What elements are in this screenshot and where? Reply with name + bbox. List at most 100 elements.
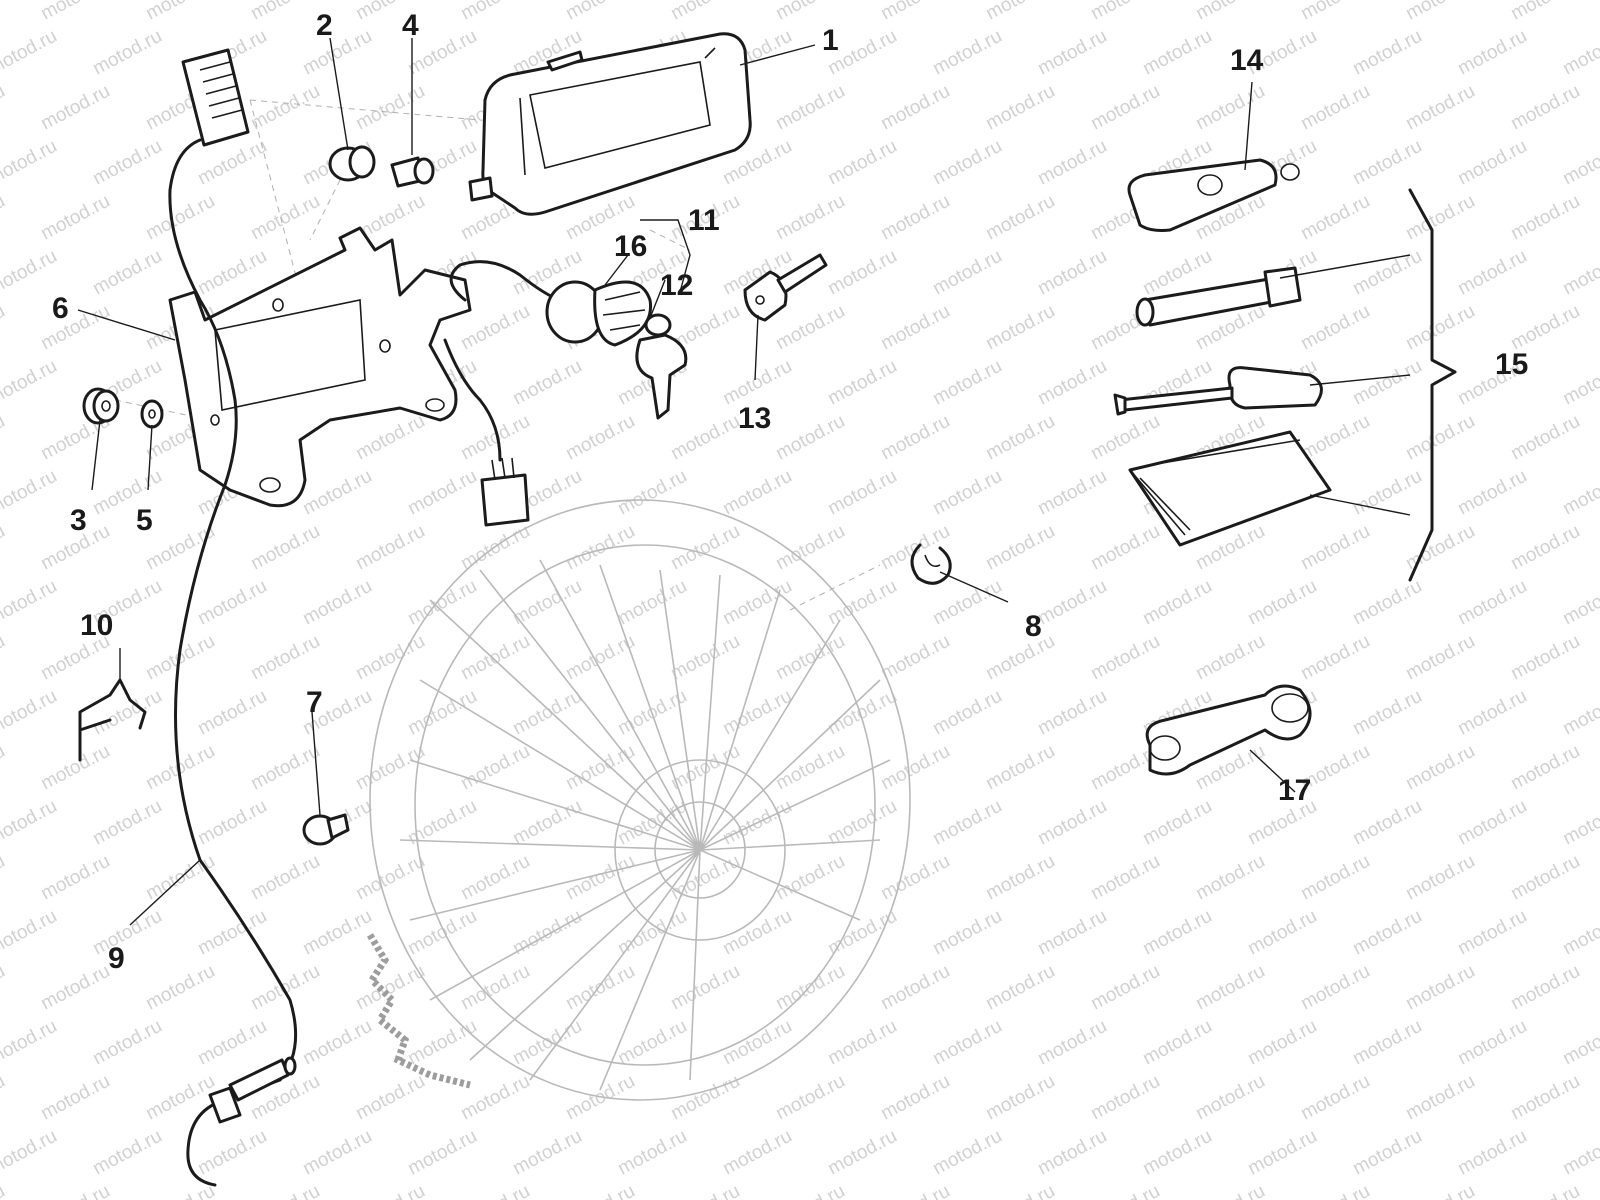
callout-7: 7 (306, 686, 323, 719)
watermark-text: motod.ru (509, 1126, 585, 1180)
watermark-text: motod.ru (1559, 136, 1600, 190)
watermark-text: motod.ru (1034, 686, 1110, 740)
watermark-text: motod.ru (824, 246, 900, 300)
watermark-text: motod.ru (772, 191, 848, 245)
watermark-text: motod.ru (0, 191, 9, 245)
watermark-text: motod.ru (929, 136, 1005, 190)
watermark-text: motod.ru (0, 851, 9, 905)
watermark-text: motod.ru (1402, 0, 1478, 24)
watermark-text: motod.ru (247, 0, 323, 24)
watermark-text: motod.ru (0, 356, 61, 410)
watermark-text: motod.ru (1349, 576, 1425, 630)
watermark-text: motod.ru (667, 1181, 743, 1200)
watermark-text: motod.ru (1192, 0, 1268, 24)
socket-wrench-part (1135, 266, 1302, 327)
watermark-text: motod.ru (1349, 356, 1425, 410)
watermark-text: motod.ru (1244, 576, 1320, 630)
watermark-text: motod.ru (1244, 1016, 1320, 1070)
watermark-text: motod.ru (0, 961, 9, 1015)
watermark-text: motod.ru (877, 521, 953, 575)
watermark-text: motod.ru (877, 1071, 953, 1125)
watermark-text: motod.ru (194, 906, 270, 960)
watermark-text: motod.ru (1297, 521, 1373, 575)
watermark-text: motod.ru (1507, 961, 1583, 1015)
watermark-text: motod.ru (1139, 26, 1215, 80)
callout-10: 10 (80, 609, 113, 642)
watermark-text: motod.ru (929, 906, 1005, 960)
watermark-text: motod.ru (1087, 411, 1163, 465)
watermark-text: motod.ru (772, 961, 848, 1015)
pouch-clip-part (1127, 158, 1300, 232)
watermark-text: motod.ru (247, 521, 323, 575)
watermark-text: motod.ru (1034, 906, 1110, 960)
watermark-text: motod.ru (0, 26, 61, 80)
watermark-text: motod.ru (1402, 521, 1478, 575)
watermark-text: motod.ru (299, 466, 375, 520)
watermark-text: motod.ru (0, 136, 61, 190)
watermark-text: motod.ru (1139, 796, 1215, 850)
watermark-text: motod.ru (982, 0, 1058, 24)
watermark-text: motod.ru (1297, 851, 1373, 905)
rivet-part (302, 813, 350, 846)
watermark-text: motod.ru (824, 1016, 900, 1070)
watermark-text: motod.ru (1297, 631, 1373, 685)
watermark-text: motod.ru (1402, 631, 1478, 685)
watermark-text: motod.ru (824, 356, 900, 410)
watermark-text: motod.ru (1559, 356, 1600, 410)
watermark-text: motod.ru (457, 521, 533, 575)
watermark-text: motod.ru (877, 411, 953, 465)
watermark-text: motod.ru (1192, 851, 1268, 905)
watermark-text: motod.ru (509, 686, 585, 740)
watermark-text: motod.ru (982, 301, 1058, 355)
watermark-text: motod.ru (982, 81, 1058, 135)
callout-15: 15 (1495, 348, 1528, 381)
watermark-text: motod.ru (0, 1071, 9, 1125)
watermark-text: motod.ru (562, 741, 638, 795)
background-wheel (366, 499, 911, 1101)
watermark-text: motod.ru (877, 631, 953, 685)
watermark-text: motod.ru (247, 851, 323, 905)
watermark-text: motod.ru (0, 1126, 61, 1180)
watermark-text: motod.ru (37, 81, 113, 135)
watermark-text: motod.ru (772, 1071, 848, 1125)
watermark-text: motod.ru (247, 191, 323, 245)
watermark-text: motod.ru (1559, 1126, 1600, 1180)
watermark-text: motod.ru (0, 0, 9, 24)
watermark-text: motod.ru (352, 851, 428, 905)
watermark-text: motod.ru (1559, 796, 1600, 850)
watermark-text: motod.ru (877, 851, 953, 905)
callout-labels: 1 2 3 4 5 6 7 8 9 10 11 12 13 14 15 16 1… (52, 9, 1528, 975)
watermark-text: motod.ru (0, 906, 61, 960)
watermark-text: motod.ru (1454, 136, 1530, 190)
watermark-text: motod.ru (929, 356, 1005, 410)
watermark-text: motod.ru (982, 961, 1058, 1015)
watermark-text: motod.ru (667, 0, 743, 24)
watermark-text: motod.ru (1244, 1126, 1320, 1180)
watermark-text: motod.ru (89, 1126, 165, 1180)
watermark-text: motod.ru (247, 961, 323, 1015)
watermark-text: motod.ru (1454, 906, 1530, 960)
watermark-text: motod.ru (1244, 906, 1320, 960)
watermark-text: motod.ru (1402, 1071, 1478, 1125)
watermark-text: motod.ru (1454, 796, 1530, 850)
watermark-text: motod.ru (37, 851, 113, 905)
watermark-text: motod.ru (1192, 631, 1268, 685)
watermark-text: motod.ru (1034, 466, 1110, 520)
watermark-text: motod.ru (929, 1016, 1005, 1070)
watermark-text: motod.ru (1034, 136, 1110, 190)
watermark-text: motod.ru (1507, 1181, 1583, 1200)
callout-9: 9 (108, 942, 125, 975)
watermark-text: motod.ru (719, 906, 795, 960)
watermark-text: motod.ru (1507, 741, 1583, 795)
watermark-text: motod.ru (247, 81, 323, 135)
watermark-text: motod.ru (1297, 961, 1373, 1015)
leader-lines (77, 37, 1411, 926)
watermark-text: motod.ru (1402, 1181, 1478, 1200)
watermark-text: motod.ru (667, 411, 743, 465)
watermark-text: motod.ru (37, 961, 113, 1015)
spacer-part (390, 156, 435, 188)
watermark-text: motod.ru (772, 301, 848, 355)
watermark-text: motod.ru (1087, 1071, 1163, 1125)
watermark-text: motod.ru (142, 521, 218, 575)
